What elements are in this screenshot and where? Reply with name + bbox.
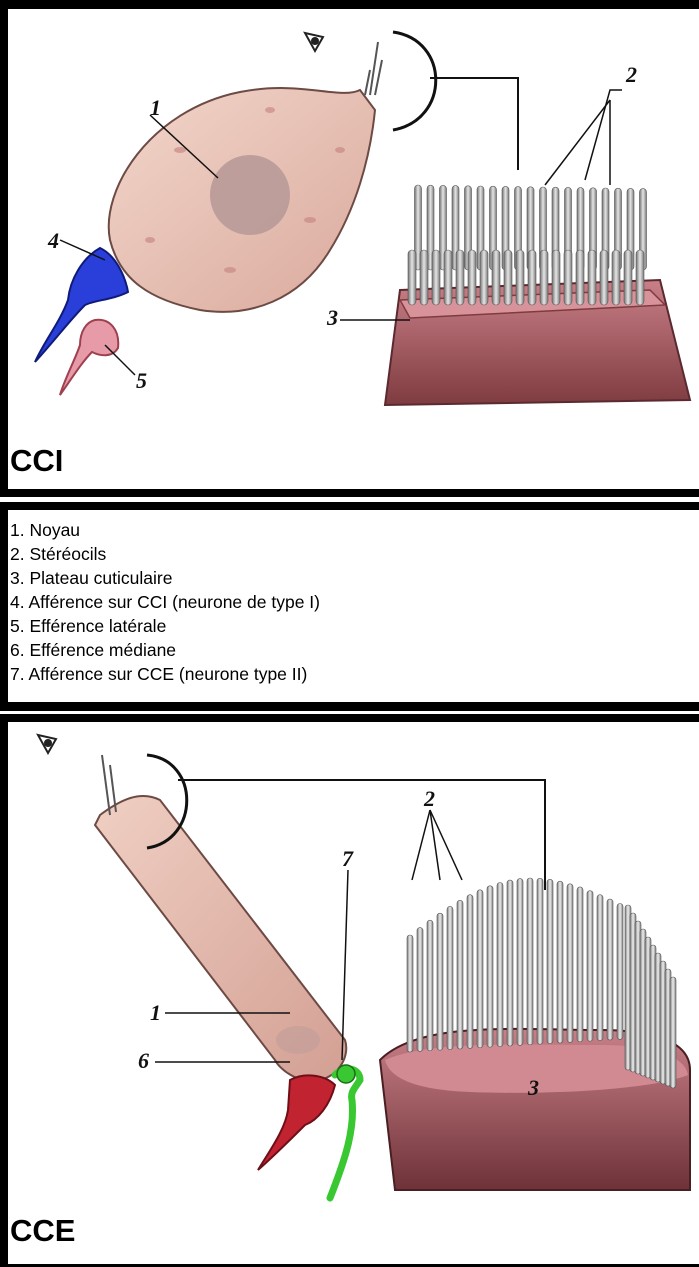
cce-illustration: 1 2 3 6 7 [0, 722, 699, 1210]
stereocilium [516, 250, 524, 305]
eye-icon [38, 735, 56, 753]
label-6: 6 [138, 1048, 149, 1073]
stereocilium [552, 250, 560, 305]
stereocilia-bundle [385, 185, 690, 405]
stereocilium [528, 250, 536, 305]
stereocilium [444, 250, 452, 305]
stereocilium [492, 250, 500, 305]
stereocilium [670, 977, 676, 1088]
lateral-efferent-nerve [60, 320, 118, 395]
stereocilium [497, 883, 503, 1047]
label-3: 3 [527, 1075, 539, 1100]
stereocilium [617, 904, 623, 1040]
legend-item: 3. Plateau cuticulaire [10, 566, 320, 590]
legend-item: 5. Efférence latérale [10, 614, 320, 638]
legend-item: 6. Efférence médiane [10, 638, 320, 662]
medial-efferent-nerve [258, 1075, 335, 1170]
stereocilium [480, 250, 488, 305]
stereocilium [504, 250, 512, 305]
stereocilium [537, 878, 543, 1044]
stereocilium [456, 250, 464, 305]
label-7: 7 [342, 846, 354, 871]
legend-item: 1. Noyau [10, 518, 320, 542]
label-4: 4 [47, 228, 59, 253]
stereocilium [432, 250, 440, 305]
stereocilium [517, 879, 523, 1046]
stereocilium [607, 899, 613, 1040]
stereocilium [457, 900, 463, 1049]
stereocilium [477, 890, 483, 1048]
stereocilium [417, 928, 423, 1052]
legend-item: 4. Afférence sur CCI (neurone de type I) [10, 590, 320, 614]
legend-item: 2. Stéréocils [10, 542, 320, 566]
stereocilium [527, 878, 533, 1045]
stereocilium [567, 884, 573, 1043]
stereocilium [547, 879, 553, 1043]
label-3: 3 [326, 305, 338, 330]
stereocilium [487, 886, 493, 1047]
stereocilium [468, 250, 476, 305]
legend-list: 1. Noyau 2. Stéréocils 3. Plateau cuticu… [10, 518, 320, 686]
stereocilium [587, 891, 593, 1042]
stereocilium [624, 250, 632, 305]
cci-illustration: 1 2 3 4 5 [0, 9, 699, 439]
stereocilium [636, 250, 644, 305]
legend-item: 7. Afférence sur CCE (neurone type II) [10, 662, 320, 686]
cell-stereocilia-tuft [365, 42, 382, 95]
stereocilium [588, 250, 596, 305]
stereocilium [408, 250, 416, 305]
stereocilium [420, 250, 428, 305]
stereocilium [612, 250, 620, 305]
cce-title: CCE [10, 1213, 75, 1249]
stereocilium [597, 895, 603, 1041]
stereocilium [564, 250, 572, 305]
stereocilium [600, 250, 608, 305]
stereocilium [577, 887, 583, 1042]
stereocilium [507, 880, 513, 1046]
label-1: 1 [150, 95, 161, 120]
eye-icon [305, 33, 323, 51]
label-1: 1 [150, 1000, 161, 1025]
stereocilium [447, 906, 453, 1049]
nucleus [210, 155, 290, 235]
stereocilium [427, 920, 433, 1051]
stereocilium [437, 913, 443, 1050]
stereocilium [540, 250, 548, 305]
cci-title: CCI [10, 443, 63, 479]
label-2: 2 [625, 62, 637, 87]
stereocilium [557, 881, 563, 1043]
label-2: 2 [423, 786, 435, 811]
stereocilia-bundle [380, 878, 690, 1190]
label-5: 5 [136, 368, 147, 393]
stereocilium [467, 895, 473, 1049]
stereocilium [576, 250, 584, 305]
stereocilium [407, 935, 413, 1052]
